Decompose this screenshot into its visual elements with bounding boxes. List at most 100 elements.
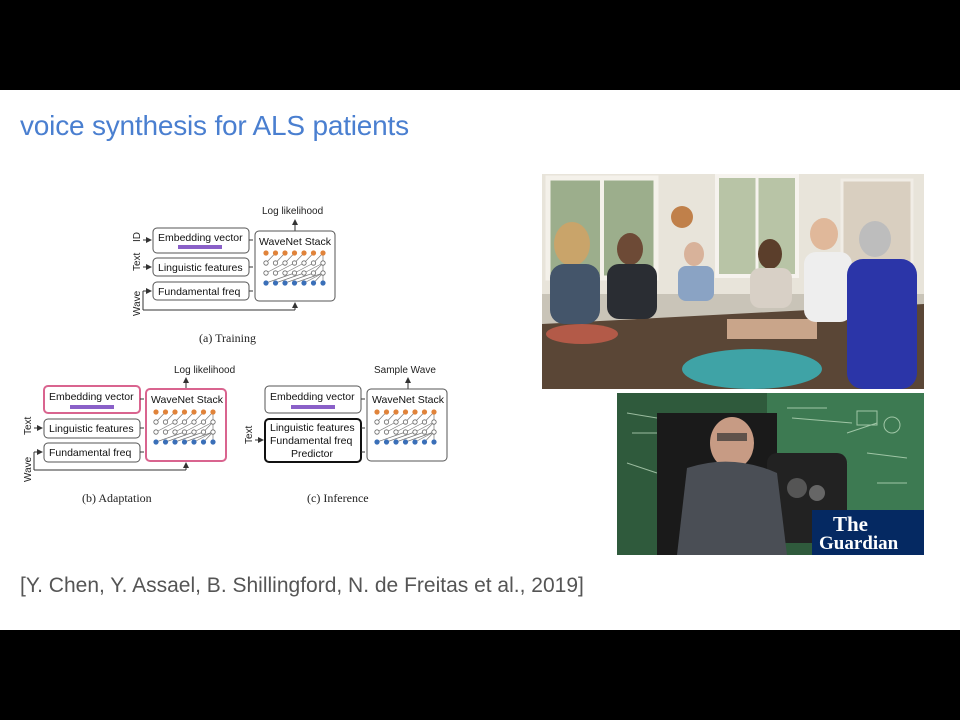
- node-edge: [184, 431, 214, 443]
- wavenet-node: [374, 439, 380, 445]
- wavenet-node: [291, 270, 298, 276]
- wavenet-node: [402, 439, 409, 445]
- node-edge: [174, 431, 204, 443]
- wavenet-node: [200, 439, 207, 445]
- wavenet-node: [412, 409, 418, 415]
- wavenet-node: [320, 280, 326, 286]
- wavenet-node: [191, 439, 197, 445]
- wavenet-node: [210, 439, 216, 445]
- wavenet-node: [172, 439, 178, 445]
- node-edge: [184, 421, 204, 433]
- wavenet-node: [282, 270, 288, 276]
- wavenet-node: [310, 280, 317, 286]
- wavenet-node: [301, 270, 307, 276]
- wavenet-node: [301, 260, 307, 266]
- wavenet-node: [402, 409, 409, 415]
- wheelchair-portrait-icon: The Guardian: [617, 393, 924, 555]
- node-edge: [193, 421, 214, 433]
- wavenet-node: [310, 260, 317, 266]
- wavenet-node: [210, 409, 216, 415]
- node-edge: [155, 431, 185, 443]
- node-edge: [405, 421, 425, 433]
- node-edge: [275, 272, 305, 284]
- wavenet-node: [320, 250, 326, 256]
- wavenet-node: [301, 250, 307, 256]
- training-caption: (a) Training: [199, 331, 256, 345]
- training-fundamental-label: Fundamental freq: [158, 286, 240, 298]
- inference-wavenet-label: WaveNet Stack: [372, 394, 445, 406]
- wavenet-node: [383, 409, 390, 415]
- wavenet-node: [200, 409, 207, 415]
- adaptation-embedding-label: Embedding vector: [49, 391, 134, 403]
- node-edge: [294, 262, 314, 274]
- wavenet-node: [421, 409, 428, 415]
- node-edge: [303, 262, 324, 274]
- wavenet-node: [172, 409, 178, 415]
- wavenet-node: [402, 419, 409, 425]
- adaptation-wave-label: Wave: [23, 456, 34, 482]
- training-output-label: Log likelihood: [262, 206, 323, 217]
- wavenet-node: [431, 409, 437, 415]
- wavenet-node: [291, 280, 298, 286]
- wavenet-node: [291, 250, 298, 256]
- wavenet-node: [272, 260, 279, 266]
- wavenet-node: [272, 270, 279, 276]
- node-edge: [303, 272, 324, 284]
- wavenet-node: [263, 280, 269, 286]
- wavenet-node: [421, 429, 428, 435]
- wavenet-node: [162, 429, 169, 435]
- node-edge: [265, 262, 286, 274]
- wavenet-node: [402, 429, 409, 435]
- guardian-logo: The Guardian: [812, 510, 924, 555]
- wavenet-node: [210, 419, 216, 425]
- wavenet-node: [291, 260, 298, 266]
- adaptation-caption: (b) Adaptation: [82, 491, 152, 505]
- wavenet-node: [431, 429, 437, 435]
- wavenet-node: [191, 429, 197, 435]
- training-panel: Log likelihood Embedding vector Linguist…: [132, 206, 336, 345]
- training-wavenet-label: WaveNet Stack: [259, 236, 332, 248]
- wavenet-node: [374, 429, 380, 435]
- wavenet-node: [172, 419, 178, 425]
- inference-predictor-line3: Predictor: [291, 448, 334, 460]
- training-node-grid: [263, 250, 326, 286]
- wavenet-node: [412, 419, 418, 425]
- wavenet-node: [272, 250, 279, 256]
- node-edge: [265, 272, 295, 284]
- wavenet-node: [272, 280, 279, 286]
- node-edge: [386, 431, 416, 443]
- wavenet-node: [263, 260, 269, 266]
- adaptation-embedding-bar: [70, 405, 114, 409]
- adaptation-fundamental-label: Fundamental freq: [49, 447, 131, 459]
- training-embedding-label: Embedding vector: [158, 232, 243, 244]
- citation: [Y. Chen, Y. Assael, B. Shillingford, N.…: [20, 574, 584, 597]
- inference-output-label: Sample Wave: [374, 365, 436, 376]
- wavenet-node: [393, 409, 399, 415]
- node-edge: [284, 272, 314, 284]
- wavenet-node: [162, 419, 169, 425]
- node-edge: [165, 421, 185, 433]
- wavenet-node: [191, 409, 197, 415]
- wavenet-node: [412, 439, 418, 445]
- guardian-logo-line1: The: [833, 512, 869, 536]
- inference-predictor-box: [264, 418, 362, 463]
- wavenet-node: [263, 250, 269, 256]
- wavenet-node: [310, 270, 317, 276]
- node-edge: [376, 421, 397, 433]
- wavenet-node: [421, 419, 428, 425]
- wavenet-node: [282, 280, 288, 286]
- wavenet-node: [374, 409, 380, 415]
- wavenet-node: [393, 429, 399, 435]
- wavenet-node: [162, 439, 169, 445]
- group-photo-icon: [542, 174, 924, 389]
- wavenet-node: [412, 429, 418, 435]
- inference-predictor-line1: Linguistic features: [270, 422, 355, 434]
- wavenet-node: [383, 439, 390, 445]
- wavenet-node: [181, 419, 188, 425]
- wavenet-node: [383, 419, 390, 425]
- node-edge: [155, 421, 176, 433]
- adaptation-linguistic-label: Linguistic features: [49, 423, 134, 435]
- wavenet-node: [393, 439, 399, 445]
- slide: voice synthesis for ALS patients Log lik…: [0, 90, 960, 630]
- inference-predictor-line2: Fundamental freq: [270, 435, 352, 447]
